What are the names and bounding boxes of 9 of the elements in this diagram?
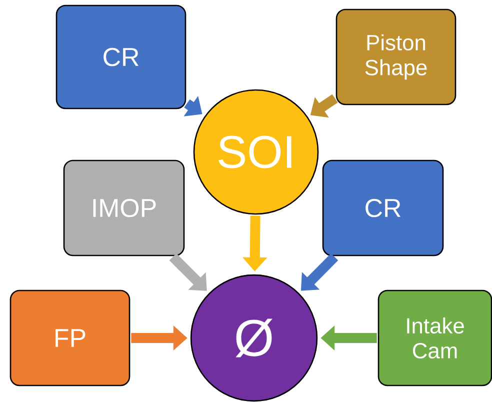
block-arrow [169, 253, 207, 291]
factor-box: IMOP [63, 160, 185, 256]
circle-node: Ø [190, 274, 318, 402]
factor-box: CR [56, 4, 186, 110]
factor-box: FP [10, 290, 130, 386]
circle-node: SOI [193, 89, 319, 215]
factor-box: CR [322, 160, 444, 256]
factor-box: Intake Cam [378, 290, 492, 386]
factor-box: Piston Shape [336, 8, 456, 106]
